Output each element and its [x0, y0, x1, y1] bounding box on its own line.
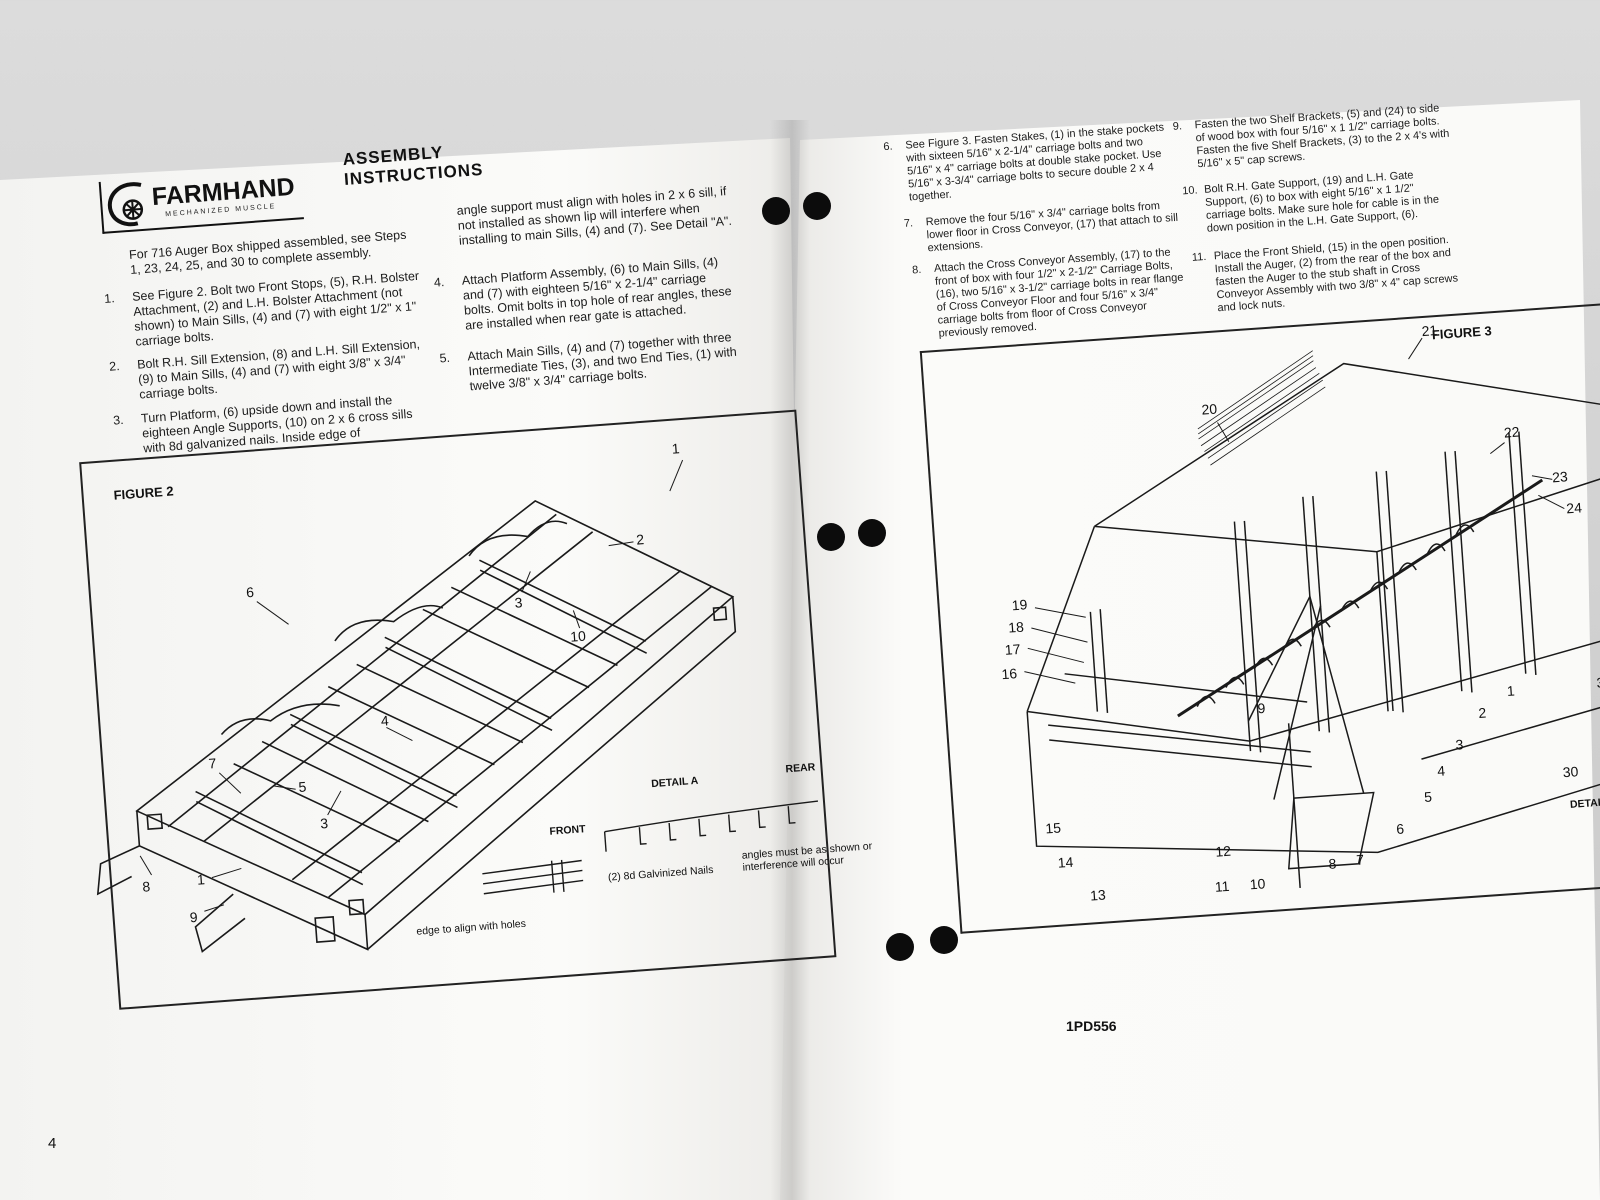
callout-8: 8 [1327, 855, 1337, 872]
binder-hole-right-bottom [930, 926, 958, 954]
binder-hole-left-bottom [886, 933, 914, 961]
callout-3-bottom: 3 [319, 814, 329, 832]
callout-8: 8 [141, 878, 151, 895]
callout-22: 22 [1503, 423, 1520, 441]
callout-6: 6 [245, 583, 255, 601]
binder-hole-left-middle [817, 523, 845, 551]
detail-label-right: DETAIL " [1569, 796, 1600, 811]
figure-2-frame: FIGURE 2 [79, 409, 873, 1010]
callout-31: 31 [1595, 673, 1600, 691]
callout-11: 11 [1214, 877, 1230, 895]
auger-box-drawing [1024, 337, 1600, 888]
callout-1: 1 [1506, 682, 1516, 699]
document-number: 1PD556 [1066, 1018, 1117, 1034]
callout-30: 30 [1562, 763, 1579, 781]
binder-hole-right-middle [858, 519, 886, 547]
callout-23: 23 [1551, 468, 1569, 486]
rear-label: REAR [785, 761, 816, 776]
callout-18: 18 [1007, 618, 1025, 636]
callout-5: 5 [1423, 788, 1433, 806]
platform-assembly-drawing [96, 459, 819, 953]
callout-4: 4 [1436, 762, 1446, 780]
callout-12: 12 [1214, 842, 1232, 860]
callout-1: 1 [671, 440, 681, 457]
callout-9: 9 [189, 908, 199, 926]
farmhand-emblem-icon [107, 182, 144, 227]
callout-21: 21 [1421, 322, 1438, 340]
callout-9: 9 [1256, 699, 1266, 717]
callout-5: 5 [297, 778, 307, 796]
callout-1-bottom: 1 [196, 871, 206, 888]
left-page [0, 138, 805, 1200]
callout-3: 3 [1454, 736, 1464, 753]
callout-10: 10 [1249, 875, 1266, 893]
callout-10: 10 [569, 627, 587, 645]
callout-20: 20 [1200, 400, 1218, 418]
callout-13: 13 [1089, 886, 1107, 904]
callout-14: 14 [1057, 853, 1074, 871]
callout-6: 6 [1395, 820, 1405, 838]
farmhand-logo: FARMHAND MECHANIZED MUSCLE [98, 167, 304, 234]
callout-7: 7 [1355, 851, 1365, 868]
callout-15: 15 [1044, 819, 1062, 837]
callout-19: 19 [1011, 596, 1028, 614]
binder-hole-right-top [803, 192, 831, 220]
right-page [780, 100, 1600, 1200]
callout-2: 2 [1477, 704, 1487, 722]
callout-2: 2 [635, 531, 645, 548]
callout-16: 16 [1000, 665, 1018, 683]
callout-24: 24 [1565, 499, 1583, 517]
callout-17: 17 [1004, 640, 1021, 658]
callout-7: 7 [207, 755, 217, 772]
page-number: 4 [48, 1135, 57, 1152]
callout-3-top: 3 [514, 594, 523, 611]
binder-hole-left-top [762, 197, 790, 225]
callout-4: 4 [380, 712, 390, 729]
figure-3-frame: FIGURE 3 [919, 303, 1600, 934]
